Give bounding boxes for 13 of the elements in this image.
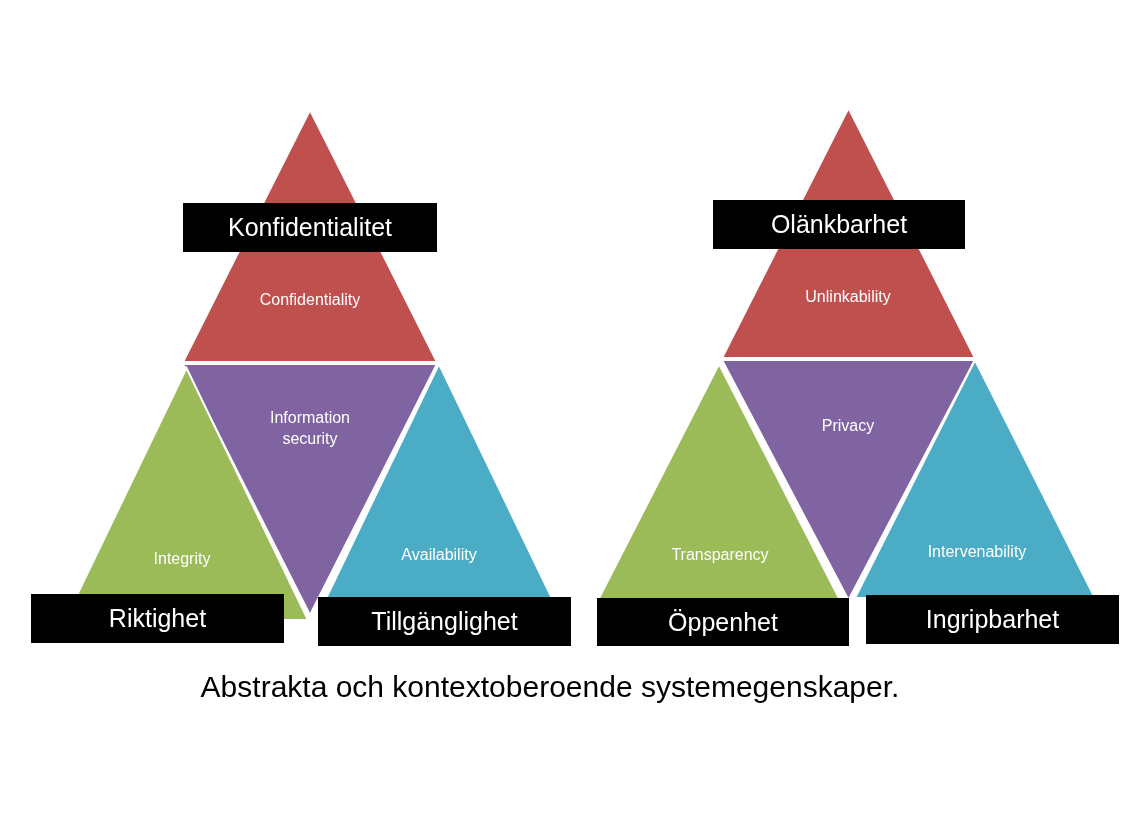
- caption: Abstrakta och kontextoberoende systemegenskaper.: [199, 670, 901, 704]
- term-label: Öppenhet: [597, 598, 849, 646]
- triangle-label: Unlinkability: [804, 286, 892, 307]
- triangle-label: Availability: [400, 544, 478, 565]
- triangle-label: Confidentiality: [258, 289, 362, 310]
- triangle-label: Intervenability: [926, 541, 1028, 562]
- triangle-label: Integrity: [152, 548, 212, 569]
- term-label: Ingripbarhet: [866, 595, 1119, 644]
- term-label: Riktighet: [31, 594, 284, 643]
- triangle-label: Transparency: [670, 544, 770, 565]
- term-label: Tillgänglighet: [318, 597, 571, 646]
- triangle-label: Privacy: [820, 415, 876, 436]
- triangle-label: Information security: [268, 408, 351, 449]
